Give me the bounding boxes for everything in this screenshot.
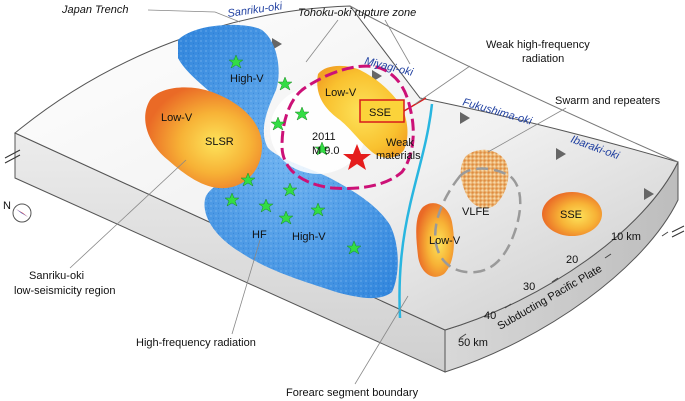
green-star <box>258 198 274 213</box>
green-star <box>294 106 310 121</box>
swarm-region <box>460 149 509 209</box>
weak-label-2: materials <box>376 150 421 162</box>
green-star <box>240 172 256 187</box>
compass-needle-blue <box>16 209 28 217</box>
sse-box-link <box>403 97 427 112</box>
japan-trench-label: Japan Trench <box>61 4 128 16</box>
trench-triangle <box>644 188 654 200</box>
forearc-boundary-line <box>398 103 434 319</box>
depth-50: 50 km <box>458 337 488 349</box>
forearc-label: Forearc segment boundary <box>286 387 419 399</box>
break-mark-left <box>4 149 21 164</box>
hf-stars <box>224 54 362 255</box>
green-star <box>346 240 362 255</box>
hf-label: HF <box>252 229 267 241</box>
sse-box-label: SSE <box>369 107 391 119</box>
weak-hf-label: Weak high-frequency <box>486 39 590 51</box>
weak-label-1: Weak <box>386 137 414 149</box>
low-v-fuku-label: Low-V <box>429 235 461 247</box>
north-compass <box>12 203 32 223</box>
trench-triangle <box>272 38 282 50</box>
vlfe-ellipse <box>433 167 522 274</box>
green-star <box>282 182 298 197</box>
high-v-bottom-label: High-V <box>292 231 326 243</box>
eq-year-label: 2011 <box>312 131 336 143</box>
break-mark-right <box>671 225 685 238</box>
block-top-surface <box>14 5 679 331</box>
low-v-fukushima-region <box>416 203 454 277</box>
tohoku-zone-label: Tohoku-oki rupture zone <box>298 7 416 19</box>
green-star <box>277 76 293 91</box>
green-star <box>228 54 244 69</box>
trench-triangle <box>460 112 470 124</box>
low-v-miyagi-label: Low-V <box>325 87 357 99</box>
sanriku-region-label-2: low-seismicity region <box>14 285 115 297</box>
low-v-left-label: Low-V <box>161 112 193 124</box>
green-star <box>278 210 294 225</box>
hf-radiation-label: High-frequency radiation <box>136 337 256 349</box>
high-v-top-label: High-V <box>230 73 264 85</box>
depth-30: 30 <box>523 281 535 293</box>
rupture-zone-outline <box>280 64 415 190</box>
epicenter-star <box>343 144 371 170</box>
green-star <box>270 116 286 131</box>
eq-mag-label: M 9.0 <box>312 145 340 157</box>
green-star <box>310 202 326 217</box>
trench-line <box>349 5 679 163</box>
vlfe-label: VLFE <box>462 206 490 218</box>
trench-triangle <box>556 148 566 160</box>
leader-lines <box>69 9 567 385</box>
weak-hf-label-2: radiation <box>522 53 564 65</box>
green-star <box>224 192 240 207</box>
depth-10: 10 km <box>611 231 641 243</box>
depth-axis <box>459 231 669 339</box>
depth-40: 40 <box>484 310 496 322</box>
green-star <box>314 141 330 156</box>
swarm-label: Swarm and repeaters <box>555 95 661 107</box>
sanriku-region-label: Sanriku-oki <box>29 270 84 282</box>
compass-north-label: N <box>3 200 11 212</box>
depth-20: 20 <box>566 254 578 266</box>
sse-ibaraki-label: SSE <box>560 209 582 221</box>
low-v-left-region <box>145 87 262 189</box>
slsr-label: SLSR <box>205 136 234 148</box>
sse-ibaraki-region <box>542 192 602 236</box>
